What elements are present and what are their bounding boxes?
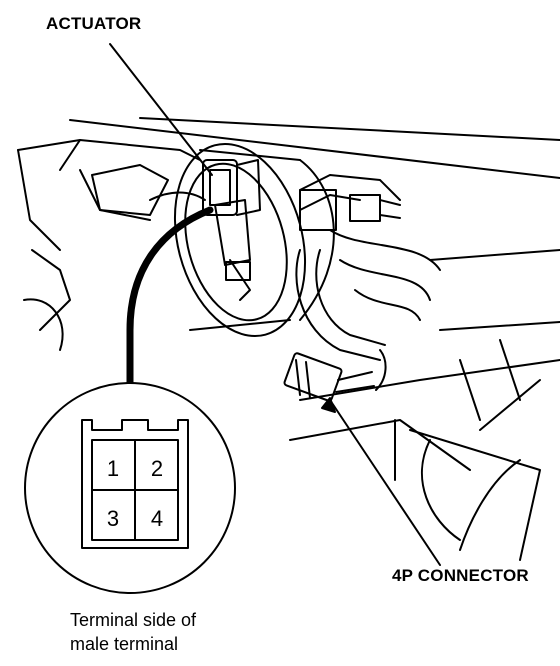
actuator-body: [149, 142, 335, 338]
terminal-detail-circle: [24, 382, 236, 594]
actuator-connector: [202, 159, 261, 216]
four-pin-connector: [283, 352, 375, 402]
terminal-pin-1: 1: [107, 456, 119, 481]
connector-label: 4P CONNECTOR: [392, 566, 529, 585]
wire-harness: [126, 206, 214, 386]
terminal-pin-2: 2: [151, 456, 163, 481]
terminal-caption-line-1: Terminal side of: [70, 610, 197, 630]
terminal-caption: Terminal side of male terminal: [70, 608, 196, 656]
terminal-caption-line-2: male terminal: [70, 634, 179, 654]
actuator-leader-line: [109, 43, 213, 176]
terminal-pin-4: 4: [151, 506, 163, 531]
terminal-pin-3: 3: [107, 506, 119, 531]
connector-leader-line: [329, 399, 441, 566]
hose-assembly: [295, 174, 441, 391]
engine-bay-background: [17, 117, 560, 561]
actuator-label: ACTUATOR: [46, 14, 142, 33]
